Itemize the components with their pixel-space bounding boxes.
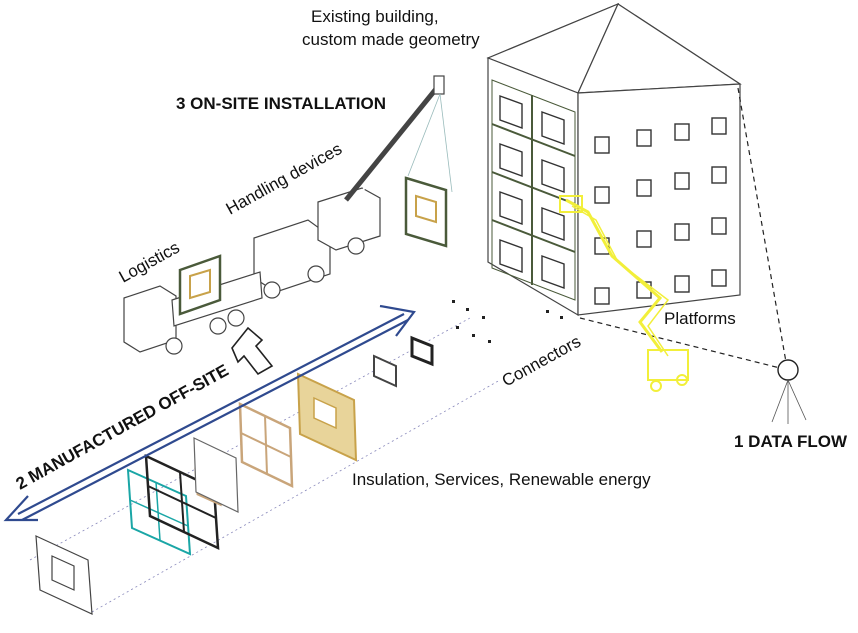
label-onsite-installation: 3 ON-SITE INSTALLATION [176,94,386,113]
hanging-panel [404,176,448,248]
label-existing-building-1: Existing building, [311,7,439,26]
label-platforms: Platforms [664,309,736,328]
facade-modules [491,79,576,301]
offsite-range-arrow [3,304,416,522]
exploded-layers [29,300,563,615]
label-connectors: Connectors [499,332,584,391]
crane [253,75,453,299]
label-logistics: Logistics [116,238,183,287]
label-data-flow: 1 DATA FLOW [734,432,848,451]
label-insulation-services: Insulation, Services, Renewable energy [352,470,651,489]
logistics-truck [123,254,274,376]
label-existing-building-2: custom made geometry [302,30,480,49]
aerial-platform [559,195,689,392]
existing-building [486,2,742,317]
data-flow-scanner [579,87,807,424]
